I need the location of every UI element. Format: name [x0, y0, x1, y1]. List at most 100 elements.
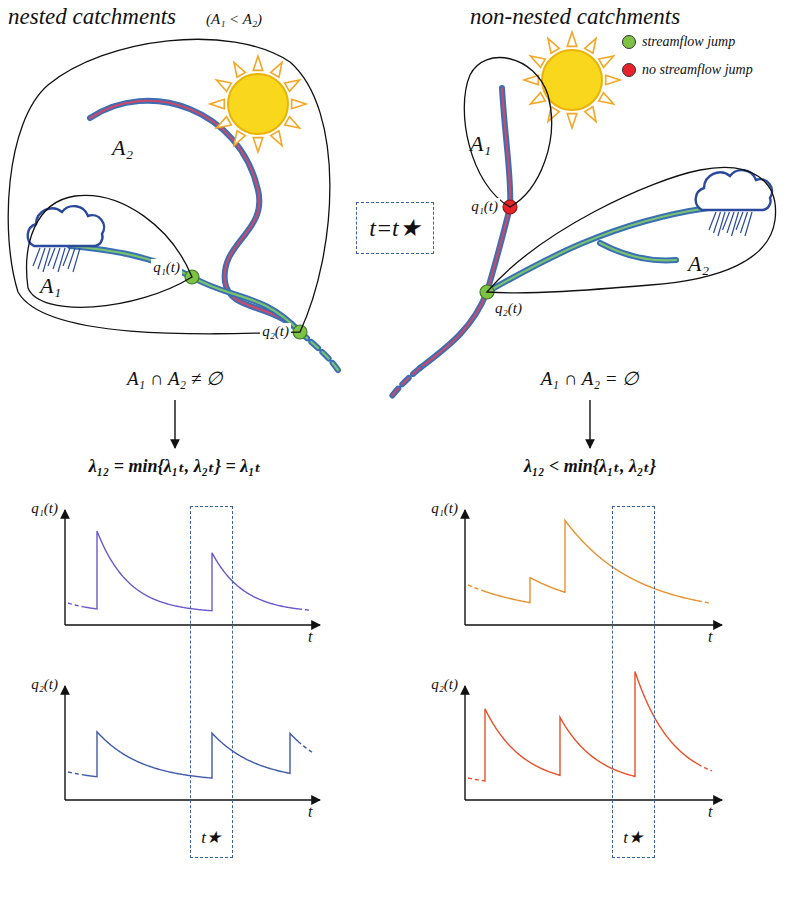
rain-stroke: [53, 248, 60, 269]
sun-ray: [606, 75, 620, 84]
x-axis: [465, 799, 722, 800]
sun-ray: [253, 56, 262, 70]
sun-icon: [210, 56, 306, 152]
implies-arrow: [174, 400, 175, 448]
hydrograph-tail: [298, 609, 312, 610]
gauge-label: q₂(t): [260, 323, 291, 340]
axis-label: t: [708, 803, 712, 821]
rain-stroke: [732, 212, 739, 236]
hydrograph-tail: [68, 603, 82, 607]
catchment-outline: A₂: [482, 155, 782, 297]
legend-item: streamflow jump: [622, 34, 735, 51]
sun-ray: [585, 107, 596, 122]
rain-stroke: [48, 248, 55, 266]
gauge-label: q₁(t): [151, 259, 182, 276]
x-axis: [65, 799, 320, 800]
sun-ray: [285, 117, 300, 128]
sun-ray: [292, 99, 306, 108]
implies-arrow: [589, 400, 590, 448]
legend-text: streamflow jump: [642, 34, 735, 51]
axis-label: t: [308, 628, 312, 646]
catchment-boundary: [464, 58, 551, 207]
sun-ray: [530, 93, 545, 104]
drawing-part: [28, 170, 772, 272]
catchment-outline: A₁: [452, 45, 564, 213]
y-axis: [464, 686, 465, 800]
sun-ray: [253, 138, 262, 152]
set-relation: A₁ ∩ A₂ ≠ ∅: [127, 368, 223, 390]
cloud-outline: [696, 170, 772, 210]
hydrograph-tail: [698, 764, 712, 771]
river-channel: [90, 101, 300, 332]
panel-heading: non-nested catchments: [470, 4, 680, 30]
sun-ray: [210, 99, 224, 108]
time-window-box: t★: [612, 506, 655, 858]
catchment-label: A₂: [688, 252, 709, 276]
river-channel: [300, 332, 338, 370]
hydrograph-tail: [468, 778, 482, 780]
hydrograph: [482, 671, 698, 780]
sun-ray: [271, 62, 282, 77]
catchment-label: A₁: [470, 132, 491, 156]
sun-ray: [567, 114, 576, 128]
catchment-boundary: [8, 39, 330, 334]
time-marker-box: t=t★: [356, 202, 434, 254]
y-axis: [64, 686, 65, 800]
sun-ray: [524, 75, 538, 84]
sun-ray: [585, 38, 596, 53]
sun-icon: [524, 32, 620, 128]
axis-label: t: [708, 628, 712, 646]
catchment-boundary: [487, 167, 776, 292]
legend-item: no streamflow jump: [622, 62, 753, 79]
axis-label: q₂(t): [431, 676, 458, 693]
river-bank: [90, 101, 300, 332]
sun-ray: [271, 131, 282, 146]
sun-ray: [234, 62, 245, 77]
outline-svg: [452, 45, 564, 213]
sun-ray: [599, 56, 614, 67]
rain-stroke: [43, 248, 50, 272]
outline-svg: [482, 155, 782, 297]
catchment-label: A₂: [112, 136, 133, 160]
sun-disc: [542, 50, 602, 110]
sun-ray: [548, 107, 559, 122]
axis-label: q₁(t): [31, 500, 58, 517]
axis-label: t: [308, 803, 312, 821]
river-bank: [392, 368, 420, 396]
legend-swatch: [622, 35, 636, 49]
river-bank: [300, 332, 338, 370]
river-bank: [420, 292, 487, 368]
rain-stroke: [63, 248, 70, 266]
hydrograph-tail: [68, 772, 82, 775]
set-relation: A₁ ∩ A₂ = ∅: [541, 368, 640, 390]
gauge-label: q₁(t): [469, 198, 500, 215]
sun-disc: [228, 74, 288, 134]
y-axis: [464, 510, 465, 625]
river-channel: [70, 246, 300, 332]
drawing-part: [65, 400, 722, 800]
rain-stroke: [718, 212, 725, 236]
x-axis: [465, 624, 722, 625]
catchment-label: A₁: [40, 274, 61, 298]
river-bank: [70, 246, 300, 332]
catchment-boundary: [27, 195, 192, 307]
hydrograph-tail: [698, 601, 712, 604]
time-label: t=t★: [369, 215, 421, 241]
sun-ray: [599, 93, 614, 104]
river-channel: [600, 243, 676, 260]
sun-ray: [530, 56, 545, 67]
catchment-outline: A₁: [20, 186, 198, 314]
rain-cloud: [28, 206, 104, 272]
axis-label: q₂(t): [31, 676, 58, 693]
time-tick-label: t★: [201, 829, 221, 848]
catchment-outline: A₂ A₁: [0, 35, 345, 340]
time-tick-label: t★: [623, 829, 643, 848]
x-axis: [65, 624, 320, 625]
rate-relation: λ₁₂ < min{λ₁ₜ, λ₂ₜ}: [524, 456, 656, 477]
legend-swatch: [622, 63, 636, 77]
rain-stroke: [68, 248, 75, 269]
time-window-box: t★: [190, 506, 233, 858]
sun-ray: [548, 38, 559, 53]
rain-stroke: [58, 248, 65, 272]
